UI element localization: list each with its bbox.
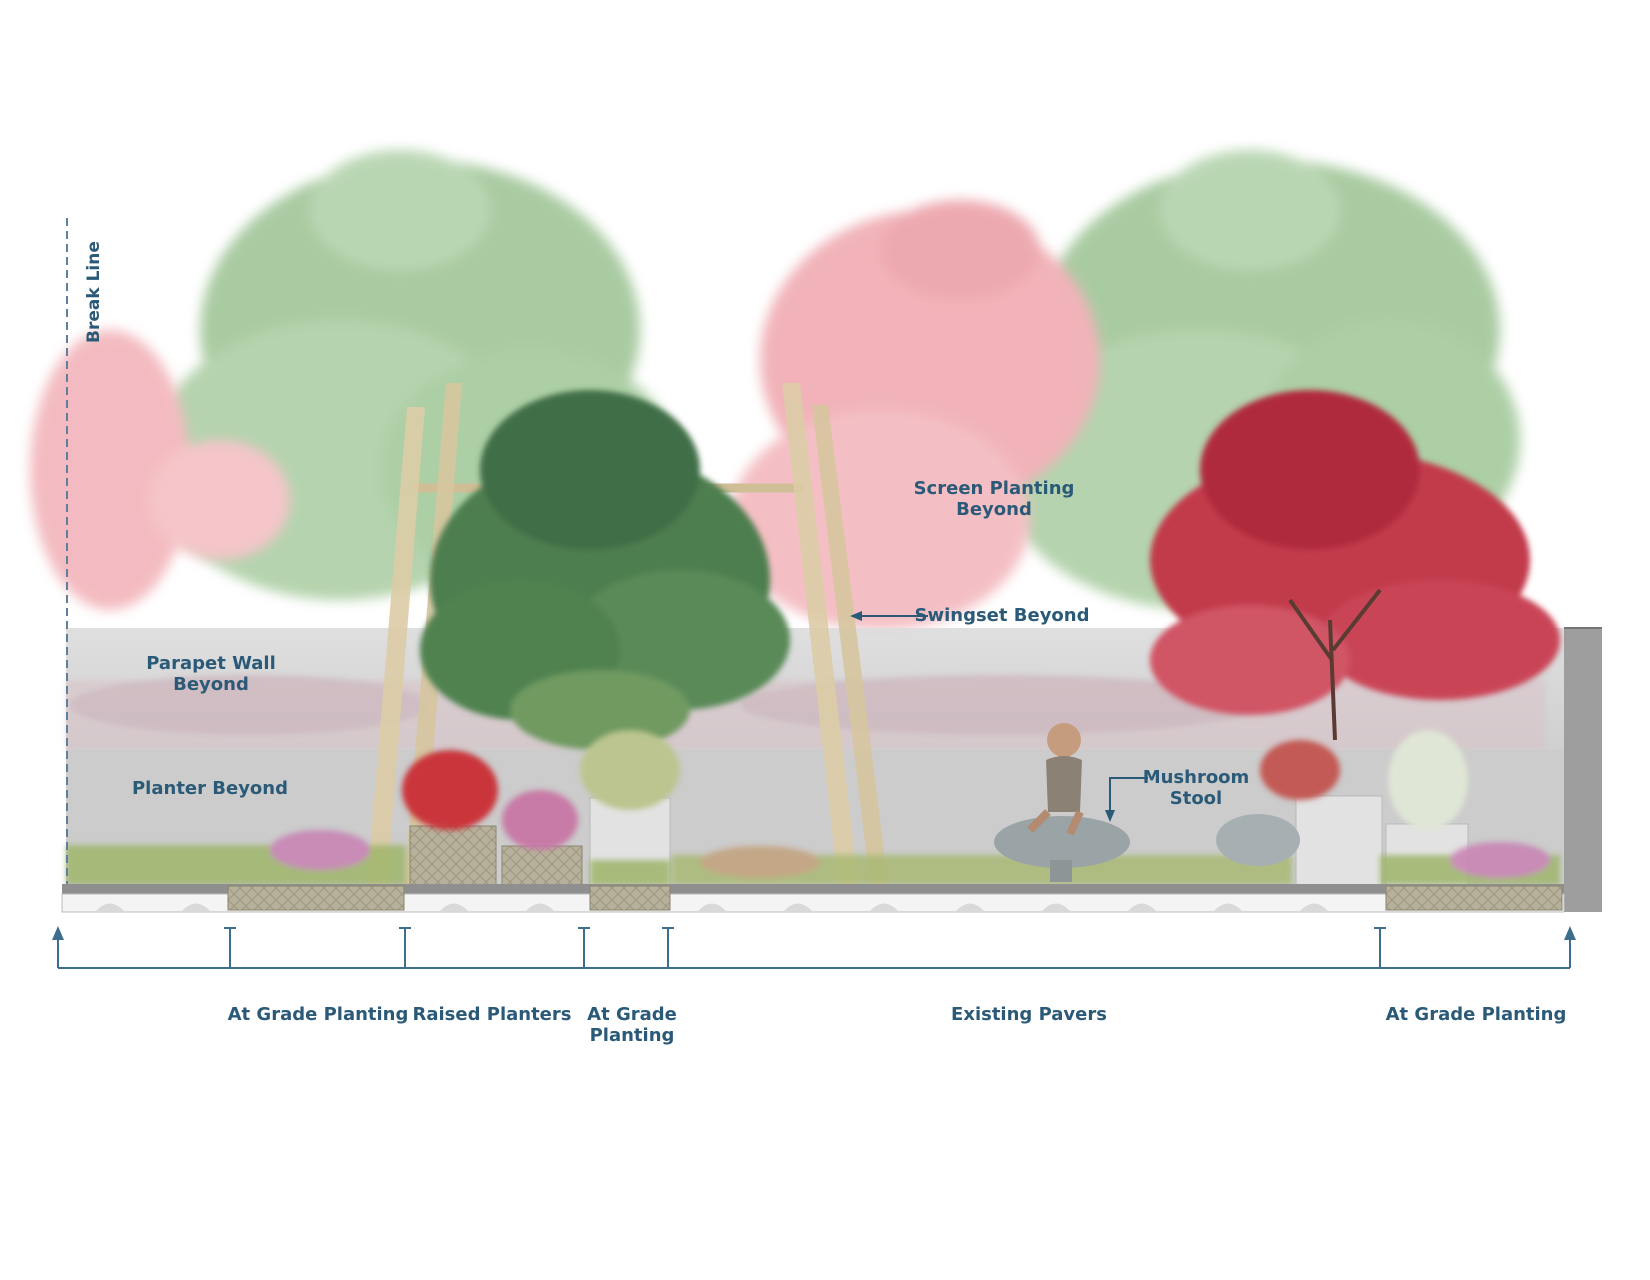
screen-planting-label: Screen Planting Beyond bbox=[913, 478, 1075, 520]
zone-label-at-grade-planting-left: At Grade Planting bbox=[227, 1004, 409, 1025]
child-figure-icon bbox=[1027, 723, 1084, 836]
paver-pedestal bbox=[526, 903, 554, 911]
tree-icon bbox=[1150, 390, 1560, 741]
arrow-icon bbox=[1564, 926, 1576, 940]
paver-pedestal bbox=[96, 903, 124, 911]
paver-pedestal bbox=[784, 903, 812, 911]
parapet-wall-label: Parapet Wall Beyond bbox=[146, 653, 276, 695]
planter-beyond-label: Planter Beyond bbox=[131, 778, 289, 799]
ground-planting bbox=[66, 830, 1560, 886]
paver-pedestal bbox=[870, 903, 898, 911]
paver-pedestal bbox=[956, 903, 984, 911]
zone-label-at-grade-planting-mid: At Grade Planting bbox=[587, 1004, 677, 1046]
tree-icon bbox=[420, 390, 790, 750]
dimension-line bbox=[57, 927, 1571, 969]
building-wall bbox=[1564, 628, 1602, 912]
zone-label-existing-pavers: Existing Pavers bbox=[951, 1004, 1107, 1025]
paver-pedestal bbox=[182, 903, 210, 911]
paver-pedestal bbox=[698, 903, 726, 911]
arrow-icon bbox=[850, 611, 928, 621]
tree-icon bbox=[30, 330, 290, 610]
zone-label-raised-planters: Raised Planters bbox=[412, 1004, 572, 1025]
break-line-label: Break Line bbox=[84, 241, 104, 343]
zone-label-at-grade-planting-right: At Grade Planting bbox=[1385, 1004, 1567, 1025]
paver-pedestal bbox=[1128, 903, 1156, 911]
arrow-icon bbox=[52, 926, 64, 940]
tree-icon bbox=[730, 200, 1100, 630]
paver-pedestal bbox=[1042, 903, 1070, 911]
swingset-label: Swingset Beyond bbox=[914, 605, 1090, 626]
paver-pedestal bbox=[1214, 903, 1242, 911]
arrow-icon bbox=[1105, 777, 1148, 822]
paver-pedestal bbox=[1300, 903, 1328, 911]
paver-pedestal bbox=[440, 903, 468, 911]
mushroom-stool-label: Mushroom Stool bbox=[1142, 767, 1250, 809]
mushroom-stool-icon bbox=[994, 814, 1300, 882]
paver-strip bbox=[61, 884, 1565, 913]
